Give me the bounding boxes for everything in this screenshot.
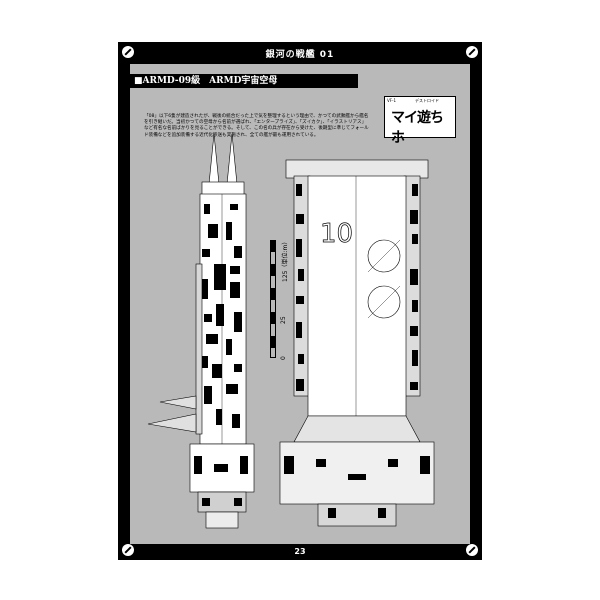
ship-blueprint-illustration: 10 bbox=[147, 133, 435, 529]
ship-side-panels bbox=[194, 204, 248, 506]
hull-number: 10 bbox=[320, 219, 353, 249]
scale-mid-label: 25 bbox=[280, 316, 287, 324]
scale-segment bbox=[270, 264, 276, 276]
corner-mark-icon bbox=[122, 46, 134, 58]
corner-mark-icon bbox=[466, 46, 478, 58]
scale-segment bbox=[270, 240, 276, 252]
ship-top-panels bbox=[284, 184, 430, 518]
section-heading: ■ARMD-09級 ARMD宇宙空母 bbox=[134, 76, 278, 86]
article-description: 「08」以下6隻が建造されたが、戦後の統合だった上で気を整理するという理由で、か… bbox=[144, 114, 369, 138]
logo-mark: マイ遊ちホ bbox=[391, 110, 444, 146]
page-header-title: 銀河の戦艦 01 bbox=[265, 50, 335, 60]
content-area: 10 「08」以下6隻が建造されたが、戦後の統合だった上で気を整理するという理由… bbox=[130, 64, 470, 544]
scale-segment bbox=[270, 336, 276, 348]
page-number: 23 bbox=[294, 547, 306, 556]
ship-top-view bbox=[279, 159, 435, 527]
scale-segment bbox=[270, 312, 276, 324]
logo-caption-right: デストロイド bbox=[415, 98, 439, 103]
section-heading-bar: ■ARMD-09級 ARMD宇宙空母 bbox=[130, 74, 358, 88]
scale-bar bbox=[270, 240, 276, 358]
magazine-page: 銀河の戦艦 01 bbox=[118, 42, 482, 560]
series-logo: VF-1 デストロイド マイ遊ちホ bbox=[384, 96, 456, 146]
scale-unit-label: 125（単位:m） bbox=[282, 238, 289, 282]
corner-mark-icon bbox=[466, 544, 478, 556]
scale-zero-label: 0 bbox=[280, 356, 287, 360]
corner-mark-icon bbox=[122, 544, 134, 556]
scale-segment bbox=[270, 288, 276, 300]
logo-caption-left: VF-1 bbox=[387, 98, 397, 103]
